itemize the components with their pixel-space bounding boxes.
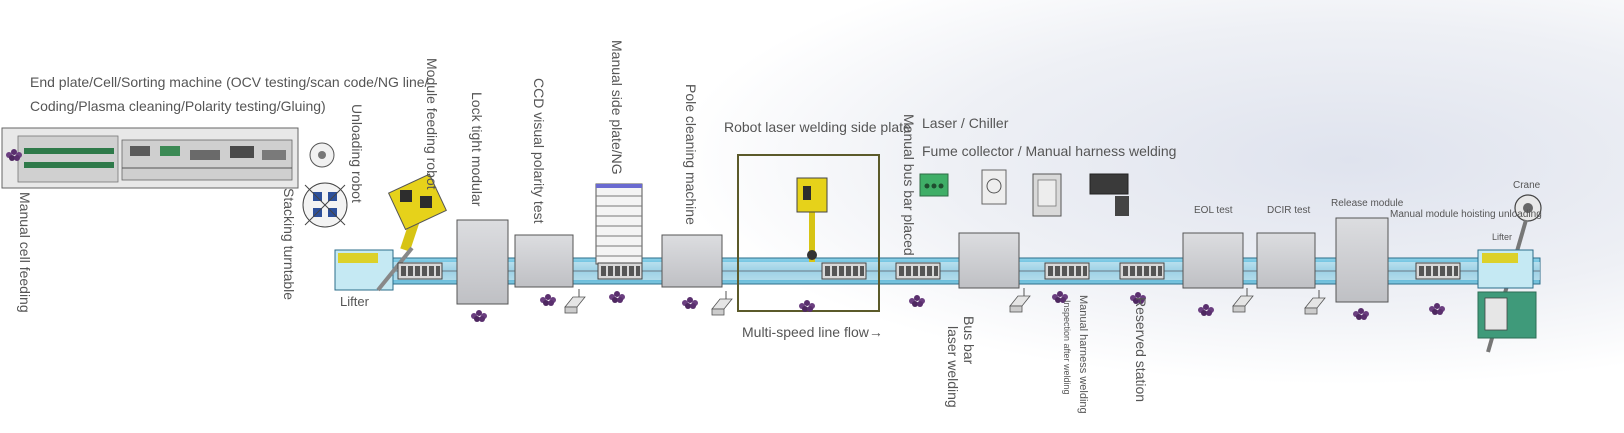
crane-label: Crane bbox=[1513, 180, 1541, 191]
operator-marker bbox=[1429, 303, 1445, 315]
manual-bus-bar-label: Manual bus bar placed bbox=[901, 114, 917, 256]
manual-harness-welding-label: Manual harness welding bbox=[1077, 295, 1089, 414]
laser-chiller-units bbox=[919, 169, 1129, 217]
end-plate-label: End plate/Cell/Sorting machine (OCV test… bbox=[30, 74, 428, 114]
fume-collector-label: Fume collector / Manual harness welding bbox=[922, 143, 1177, 159]
stacking-turntable bbox=[302, 182, 348, 228]
lock-tight-label: Lock tight modular bbox=[469, 92, 485, 207]
operator-marker bbox=[471, 310, 487, 322]
ccd-visual-machine bbox=[514, 234, 574, 288]
stacking-turntable-label: Stacking turntable bbox=[281, 188, 297, 301]
manual-module-hoisting-label: Manual module hoisting unloading bbox=[1390, 209, 1542, 220]
release-module-machine bbox=[1335, 217, 1389, 303]
cart bbox=[1232, 287, 1254, 313]
bus-bar-welding-machine bbox=[958, 232, 1020, 289]
multi-speed-label: Multi-speed line flow→ bbox=[742, 324, 883, 340]
dcir-test-label: DCIR test bbox=[1267, 205, 1311, 216]
bus-bar-label: Bus bar bbox=[961, 316, 977, 365]
cart bbox=[711, 290, 733, 316]
cart bbox=[564, 288, 586, 314]
operator-marker bbox=[909, 295, 925, 307]
pallet bbox=[1044, 262, 1090, 280]
manual-side-plate-label: Manual side plate/NG bbox=[609, 40, 625, 175]
eol-test-label: EOL test bbox=[1194, 205, 1233, 216]
pallet bbox=[1119, 262, 1165, 280]
operator-marker bbox=[682, 297, 698, 309]
cell-sorting-machine bbox=[1, 127, 299, 189]
module-feeding-robot-label: Module feeding robot bbox=[424, 58, 440, 190]
pallet bbox=[821, 262, 867, 280]
end-plate-label-line1: End plate/Cell/Sorting machine (OCV test… bbox=[30, 74, 429, 90]
unloading-station bbox=[1477, 291, 1537, 339]
lifter-right-label: Lifter bbox=[1492, 232, 1513, 242]
lifter-right bbox=[1477, 249, 1534, 289]
module-feeding-robot bbox=[376, 173, 447, 292]
ccd-visual-label: CCD visual polarity test bbox=[531, 78, 547, 224]
side-plate-rack bbox=[595, 183, 643, 265]
cart bbox=[1009, 287, 1031, 313]
cart bbox=[1304, 289, 1326, 315]
operator-marker bbox=[540, 294, 556, 306]
manual-cell-feeding-label: Manual cell feeding bbox=[17, 192, 33, 313]
pallet bbox=[895, 262, 941, 280]
laser-welding-cell bbox=[737, 154, 880, 312]
operator-marker bbox=[1198, 304, 1214, 316]
pallet bbox=[1415, 262, 1461, 280]
operator-marker bbox=[609, 291, 625, 303]
eol-test-machine bbox=[1182, 232, 1244, 289]
laser-welding-label: laser welding bbox=[945, 326, 961, 408]
lock-tight-machine bbox=[456, 219, 509, 305]
unloading-robot-unit bbox=[309, 142, 335, 168]
pole-cleaning-label: Pole cleaning machine bbox=[683, 84, 699, 225]
robot-laser-welding-label: Robot laser welding side plate bbox=[724, 119, 911, 135]
release-module-label: Release module bbox=[1331, 198, 1404, 209]
reserved-station-label: Reserved station bbox=[1133, 297, 1149, 403]
pole-cleaning-machine bbox=[661, 234, 723, 288]
unloading-robot-label: Unloading robot bbox=[349, 104, 365, 203]
end-plate-label-line2: Coding/Plasma cleaning/Polarity testing/… bbox=[30, 98, 326, 115]
laser-chiller-label: Laser / Chiller bbox=[922, 115, 1009, 131]
pallet bbox=[597, 262, 643, 280]
lifter-left-label: Lifter bbox=[340, 294, 369, 309]
pallet bbox=[397, 262, 443, 280]
operator-marker bbox=[1353, 308, 1369, 320]
dcir-test-machine bbox=[1256, 232, 1316, 289]
inspection-after-welding-label: Inspection after welding bbox=[1062, 300, 1072, 395]
